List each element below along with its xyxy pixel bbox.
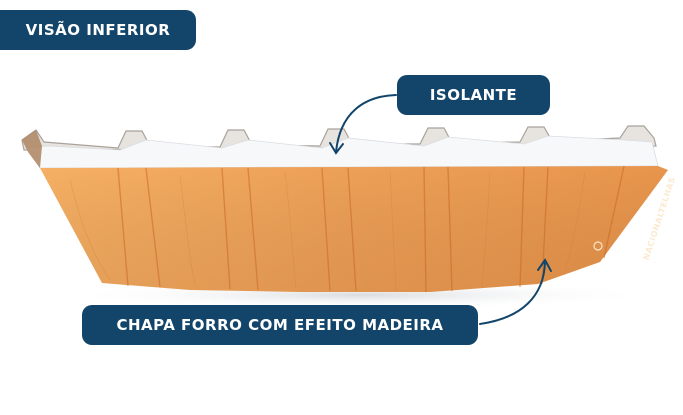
left-metal-edge — [22, 130, 42, 168]
curved-arrow-icon — [329, 94, 397, 155]
wood-sheet — [40, 165, 668, 293]
logo-icon — [593, 241, 603, 251]
insulation-layer — [25, 135, 659, 169]
insulation-label: ISOLANTE — [397, 75, 550, 115]
curved-arrow-icon — [479, 258, 552, 325]
view-label: VISÃO INFERIOR — [0, 10, 196, 50]
wood-sheet-label: CHAPA FORRO COM EFEITO MADEIRA — [82, 305, 478, 345]
